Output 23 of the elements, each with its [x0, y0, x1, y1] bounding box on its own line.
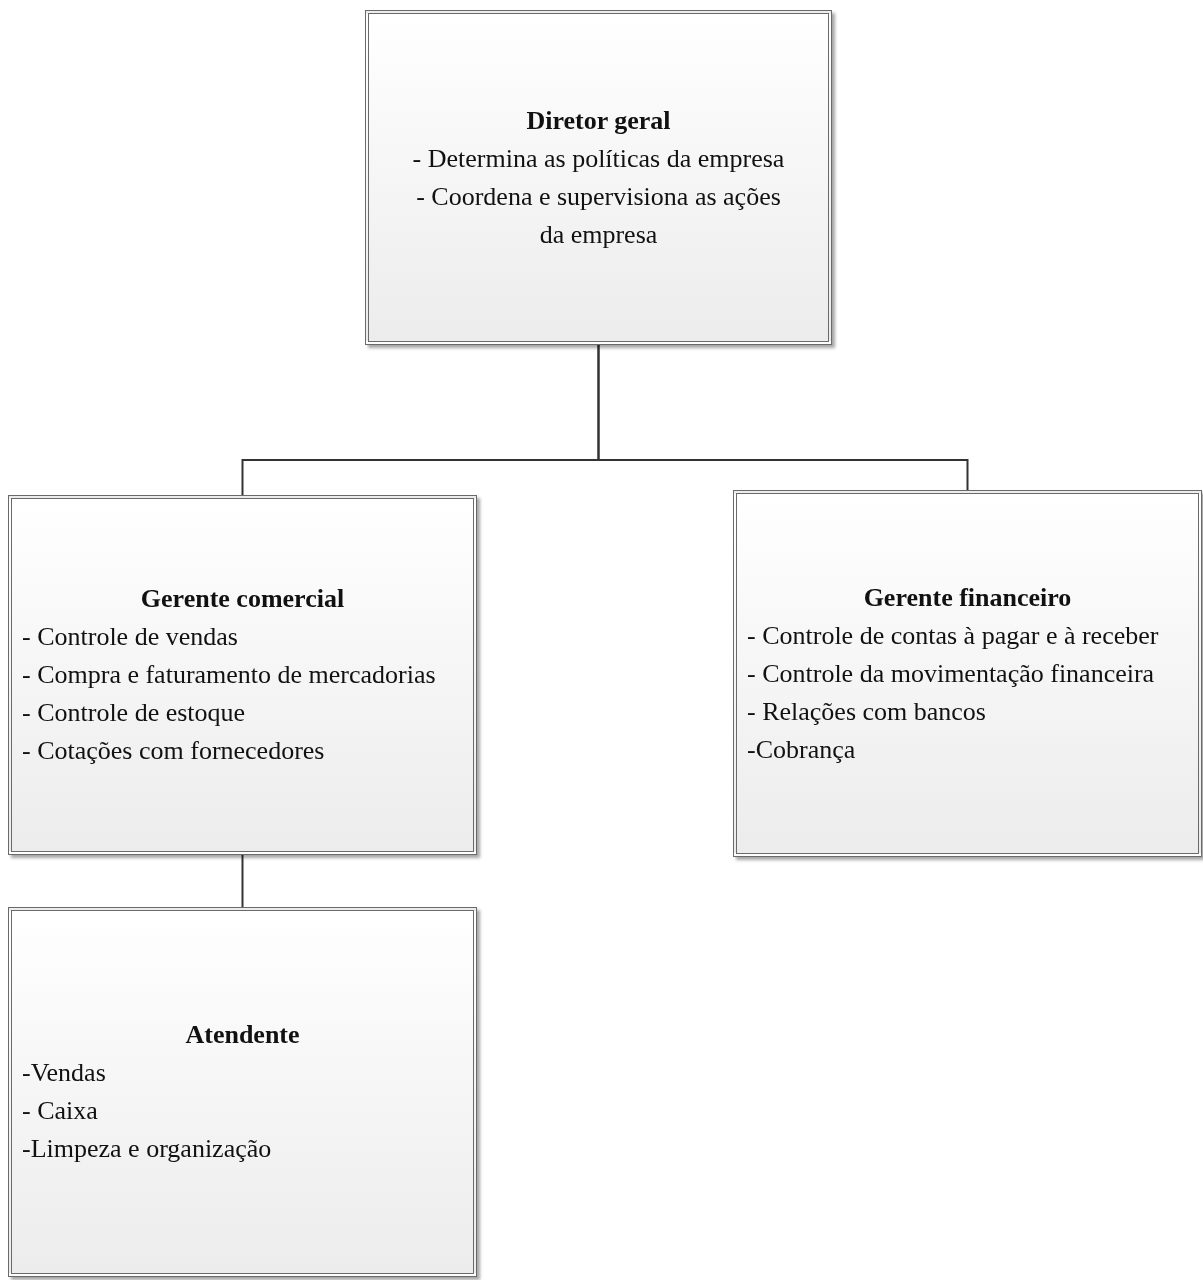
connector-line	[241, 854, 244, 908]
duty-text: - Relações com bancos	[747, 695, 987, 728]
duty-text: - Controle de contas à pagar e à receber	[747, 619, 1160, 652]
duty-text: - Caixa	[22, 1095, 99, 1127]
duty-text: - Coordena e supervisiona as ações da empresa	[415, 180, 782, 251]
duty-text: -Vendas	[22, 1057, 107, 1089]
duty-text: - Cotações com fornecedores	[22, 735, 326, 767]
duty-text: - Controle de estoque	[22, 697, 247, 729]
role-title: Gerente comercial	[139, 583, 346, 615]
role-title: Diretor geral	[525, 104, 672, 137]
role-box	[733, 490, 1202, 857]
connector-line	[597, 344, 969, 491]
role-box	[8, 907, 477, 1277]
duty-text: - Controle de vendas	[22, 621, 239, 653]
duty-text: - Controle da movimentação financeira	[747, 657, 1156, 690]
duty-text: -Cobrança	[747, 733, 857, 766]
role-box	[365, 10, 832, 345]
role-title: Atendente	[184, 1019, 301, 1051]
duty-text: - Compra e faturamento de mercadorias	[22, 659, 437, 691]
duty-text: -Limpeza e organização	[22, 1133, 273, 1165]
duty-text: - Determina as políticas da empresa	[411, 142, 786, 175]
role-box	[8, 495, 477, 855]
role-title: Gerente financeiro	[862, 581, 1073, 614]
